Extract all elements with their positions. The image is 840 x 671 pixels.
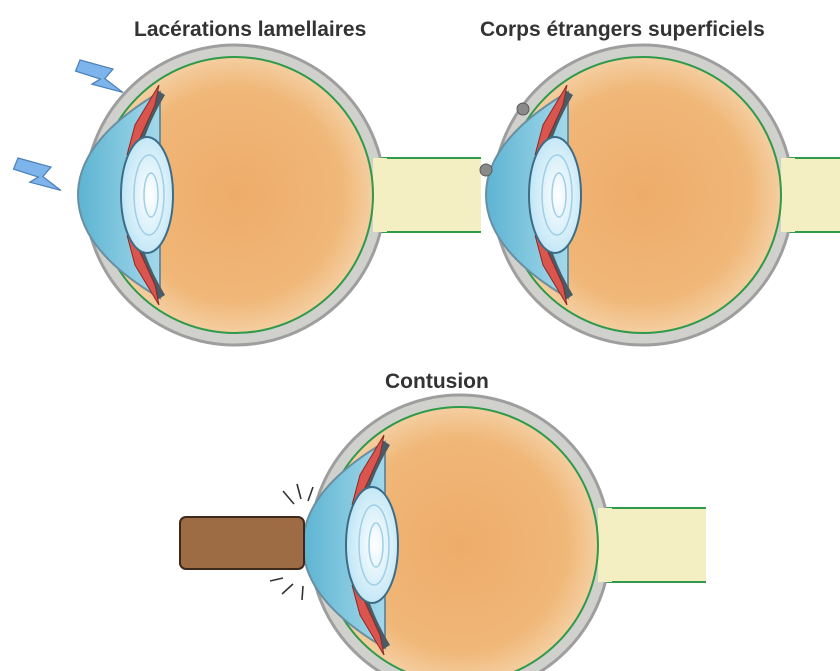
particle-icon <box>517 103 529 115</box>
lightning-bolt-icon <box>11 154 67 194</box>
blunt-object <box>180 517 304 569</box>
eye-contusion <box>303 395 706 671</box>
lightning-bolt-icon <box>73 56 129 96</box>
eye-lamellar <box>78 45 481 345</box>
particle-icon <box>480 164 492 176</box>
eye-foreign-bodies <box>486 45 840 345</box>
